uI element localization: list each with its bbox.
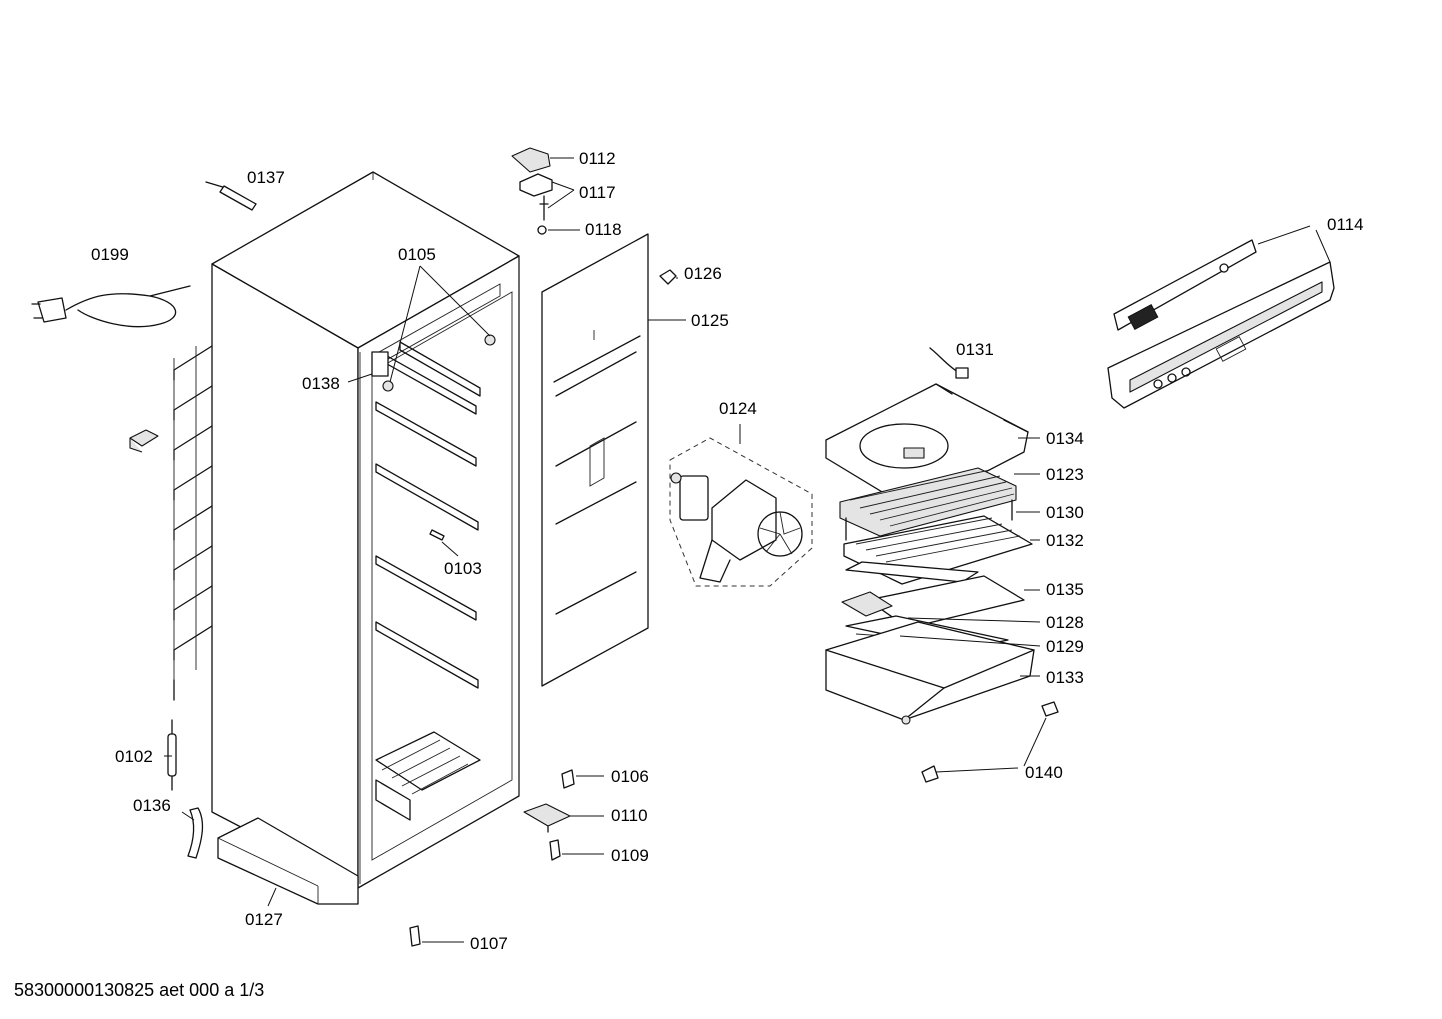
panel-0138	[371, 351, 389, 377]
label-0137: 0137	[247, 168, 285, 187]
label-0107: 0107	[470, 934, 508, 953]
label-0112: 0112	[579, 149, 616, 168]
sensor-0137	[205, 181, 257, 211]
label-0128: 0128	[1046, 613, 1084, 632]
label-0124: 0124	[719, 399, 757, 418]
label-0106: 0106	[611, 767, 649, 786]
label-0135: 0135	[1046, 580, 1084, 599]
document-code: 58300000130825 aet 000 a 1/3	[14, 980, 265, 1000]
base-tray	[217, 817, 359, 905]
power-cord-0199	[31, 285, 191, 328]
nut-0118	[537, 225, 547, 235]
label-0136: 0136	[133, 796, 171, 815]
evaporator-coil	[839, 467, 1017, 541]
label-0199: 0199	[91, 245, 129, 264]
label-0103: 0103	[444, 559, 482, 578]
hose-0136	[187, 807, 204, 859]
label-0114: 0114	[1327, 215, 1364, 234]
label-0133: 0133	[1046, 668, 1084, 687]
label-0110: 0110	[611, 806, 648, 825]
label-0126: 0126	[684, 264, 722, 283]
label-0123: 0123	[1046, 465, 1084, 484]
heater-0132	[843, 515, 1033, 585]
label-0117: 0117	[579, 183, 616, 202]
capillary-0102	[167, 719, 177, 791]
drain-tray-0133	[825, 621, 1035, 725]
clip-part	[129, 429, 159, 453]
label-0127: 0127	[245, 910, 283, 929]
clip-0126	[659, 269, 677, 285]
cabinet	[211, 171, 520, 889]
label-0138: 0138	[302, 374, 340, 393]
control-panel	[1107, 239, 1335, 409]
label-0109: 0109	[611, 846, 649, 865]
screws-0140	[921, 701, 1059, 783]
cabinet-shelves	[375, 334, 496, 689]
label-0102: 0102	[115, 747, 153, 766]
label-0131: 0131	[956, 340, 994, 359]
label-0129: 0129	[1046, 637, 1084, 656]
rear-panel	[541, 233, 649, 687]
label-0140: 0140	[1025, 763, 1063, 782]
hinge-0117	[519, 173, 553, 221]
hardware-lower	[409, 769, 575, 947]
evaporator-cover	[825, 383, 1029, 511]
label-0132: 0132	[1046, 531, 1084, 550]
fan-assembly	[669, 437, 813, 587]
label-0130: 0130	[1046, 503, 1084, 522]
bottom-tray	[375, 731, 481, 821]
hinge-cover-0112	[511, 147, 551, 173]
label-0105: 0105	[398, 245, 436, 264]
wire-0131	[929, 347, 969, 379]
condenser-coil	[173, 345, 213, 701]
label-0118: 0118	[585, 220, 622, 239]
part-labels: 0112 0117 0118 0137 0199 0105 0126 0125 …	[91, 149, 1364, 953]
pin-0103	[429, 529, 445, 541]
label-0125: 0125	[691, 311, 729, 330]
leader-lines	[164, 157, 1331, 943]
label-0134: 0134	[1046, 429, 1084, 448]
